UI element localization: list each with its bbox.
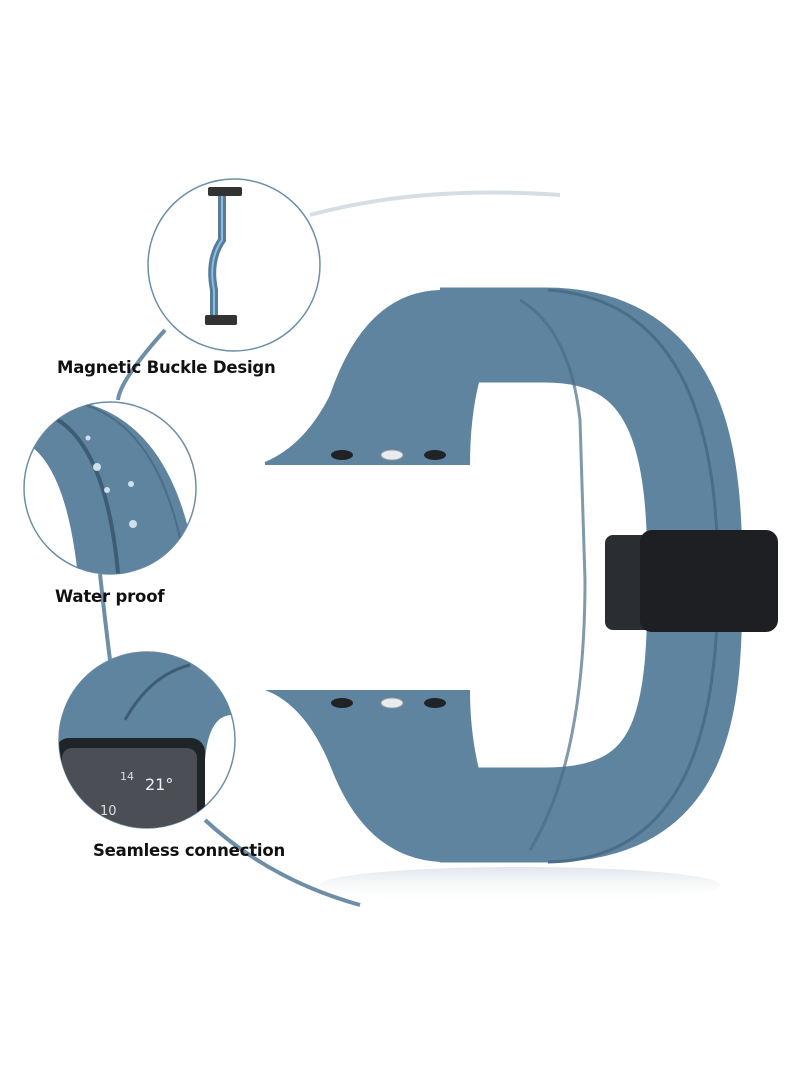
seamless-connection-closeup: 14 21° 10 [58, 651, 236, 829]
pin-icon [424, 450, 446, 460]
magnetic-buckle-icon [605, 530, 778, 632]
pin-icon [380, 697, 404, 709]
feature-label-seamless-connection: Seamless connection [93, 841, 286, 860]
watch-hour-mark: 10 [100, 804, 117, 819]
pin-icon [331, 698, 353, 708]
watch-low-temp: 14 [120, 770, 134, 783]
watch-temperature: 21° [145, 775, 173, 794]
pin-icon [331, 450, 353, 460]
feature-label-magnetic-buckle: Magnetic Buckle Design [57, 358, 276, 377]
waterproof-closeup [23, 401, 197, 575]
pin-icon [424, 698, 446, 708]
connector-line [309, 190, 561, 217]
magnetic-buckle-closeup [147, 178, 321, 352]
band-shadow [320, 867, 720, 903]
pin-icon [380, 449, 404, 461]
feature-label-waterproof: Water proof [55, 587, 165, 606]
connector-line [98, 328, 361, 907]
